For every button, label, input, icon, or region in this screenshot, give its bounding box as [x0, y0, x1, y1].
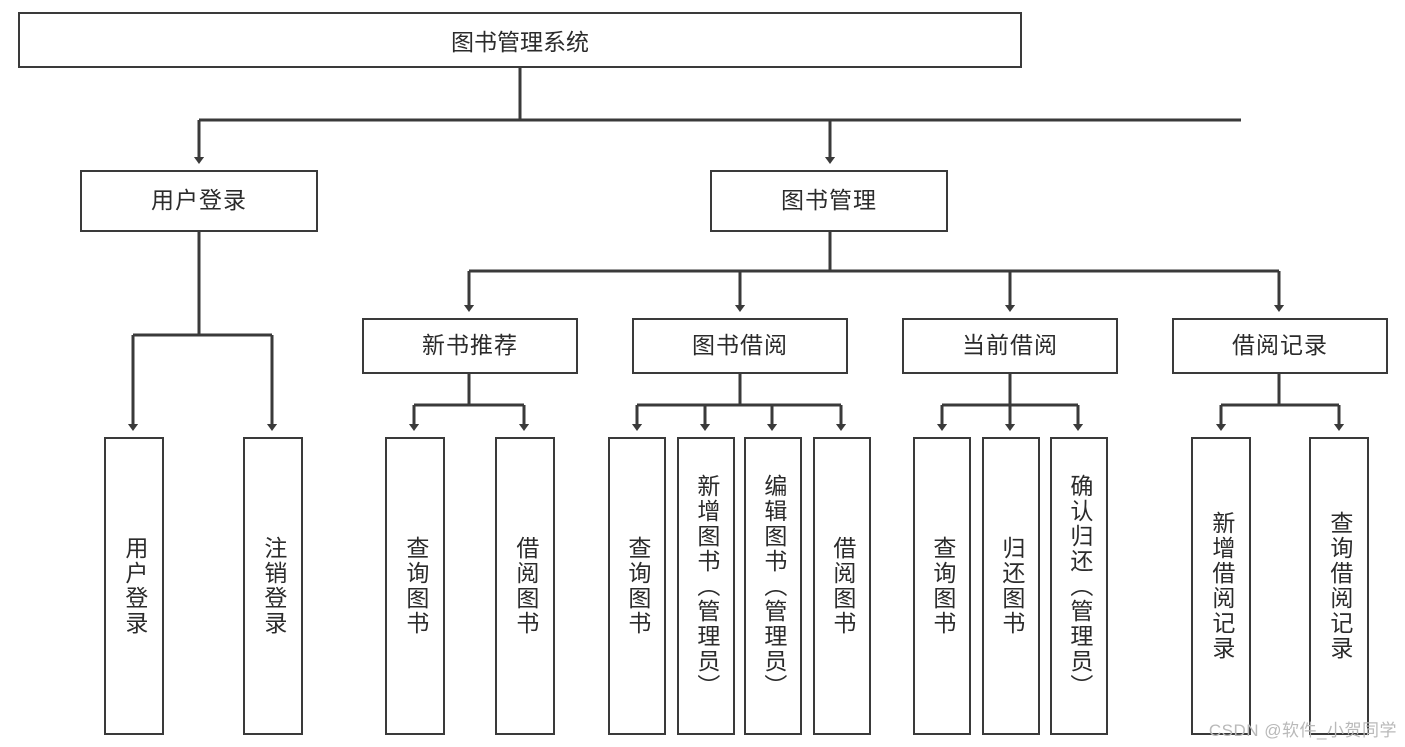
- node-label: 图书借阅: [692, 332, 788, 359]
- node-label: 图书管理系统: [451, 29, 589, 55]
- node-current-borrow[interactable]: 当前借阅: [902, 318, 1118, 374]
- leaf-label: 新增图书（管理员）: [693, 473, 720, 699]
- leaf-label: 查询图书: [929, 536, 956, 636]
- leaf-label: 新增借阅记录: [1208, 511, 1235, 661]
- node-book-management[interactable]: 图书管理: [710, 170, 948, 232]
- leaf-current-query-book[interactable]: 查询图书: [913, 437, 971, 735]
- leaf-label: 确认归还（管理员）: [1066, 473, 1093, 699]
- leaf-label: 借阅图书: [512, 536, 539, 636]
- leaf-recommend-query-book[interactable]: 查询图书: [385, 437, 445, 735]
- leaf-borrow-add-book-admin[interactable]: 新增图书（管理员）: [677, 437, 735, 735]
- node-label: 图书管理: [781, 187, 877, 214]
- leaf-label: 查询图书: [624, 536, 651, 636]
- leaf-current-confirm-return-admin[interactable]: 确认归还（管理员）: [1050, 437, 1108, 735]
- leaf-label: 查询借阅记录: [1326, 511, 1353, 661]
- leaf-borrow-borrow-book[interactable]: 借阅图书: [813, 437, 871, 735]
- leaf-record-query-record[interactable]: 查询借阅记录: [1309, 437, 1369, 735]
- node-borrow-record[interactable]: 借阅记录: [1172, 318, 1388, 374]
- leaf-borrow-edit-book-admin[interactable]: 编辑图书（管理员）: [744, 437, 802, 735]
- node-label: 当前借阅: [962, 332, 1058, 359]
- leaf-borrow-query-book[interactable]: 查询图书: [608, 437, 666, 735]
- node-user-login[interactable]: 用户登录: [80, 170, 318, 232]
- csdn-watermark: CSDN @软件_小贺同学: [1208, 721, 1397, 740]
- leaf-record-add-record[interactable]: 新增借阅记录: [1191, 437, 1251, 735]
- leaf-label: 查询图书: [402, 536, 429, 636]
- leaf-label: 注销登录: [260, 536, 287, 636]
- leaf-current-return-book[interactable]: 归还图书: [982, 437, 1040, 735]
- node-label: 用户登录: [151, 187, 247, 214]
- leaf-recommend-borrow-book[interactable]: 借阅图书: [495, 437, 555, 735]
- leaf-user-login-signout[interactable]: 注销登录: [243, 437, 303, 735]
- leaf-label: 编辑图书（管理员）: [760, 473, 787, 699]
- leaf-user-login-signin[interactable]: 用户登录: [104, 437, 164, 735]
- node-book-borrow[interactable]: 图书借阅: [632, 318, 848, 374]
- leaf-label: 借阅图书: [829, 536, 856, 636]
- node-label: 借阅记录: [1232, 332, 1328, 359]
- leaf-label: 用户登录: [121, 536, 148, 636]
- leaf-label: 归还图书: [998, 536, 1025, 636]
- node-label: 新书推荐: [422, 332, 518, 359]
- node-new-book-recommend[interactable]: 新书推荐: [362, 318, 578, 374]
- node-root-system[interactable]: 图书管理系统: [18, 12, 1022, 68]
